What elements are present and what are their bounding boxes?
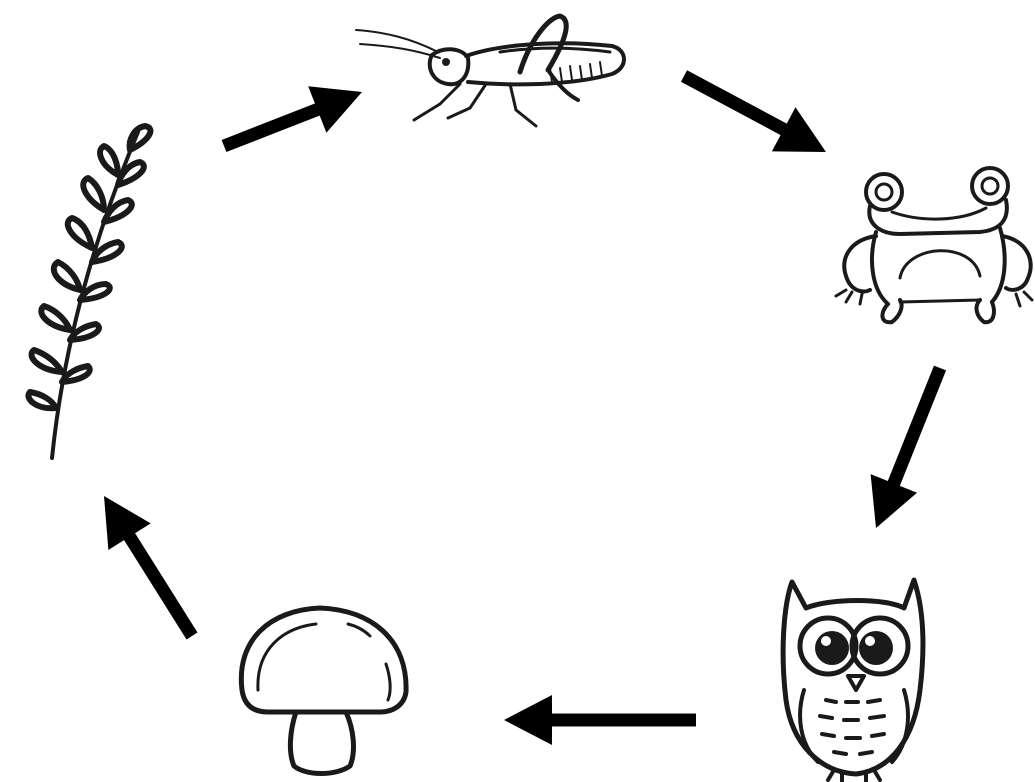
arrow-grasshopper-to-frog <box>684 76 826 152</box>
arrow-head <box>504 695 552 745</box>
mushroom-icon <box>241 608 406 774</box>
arrow-mushroom-to-plant <box>104 496 192 636</box>
owl-icon <box>783 580 923 781</box>
grasshopper-icon <box>356 16 624 126</box>
arrow-frog-to-owl <box>871 368 940 528</box>
arrow-plant-to-grasshopper <box>224 86 362 146</box>
arrow-shaft <box>224 108 321 146</box>
arrow-shaft <box>684 76 787 131</box>
arrow-shaft <box>892 368 940 487</box>
plant-sprig-icon <box>28 126 150 458</box>
frog-icon <box>836 168 1032 322</box>
arrow-shaft <box>127 533 192 636</box>
arrow-owl-to-mushroom <box>504 695 696 745</box>
